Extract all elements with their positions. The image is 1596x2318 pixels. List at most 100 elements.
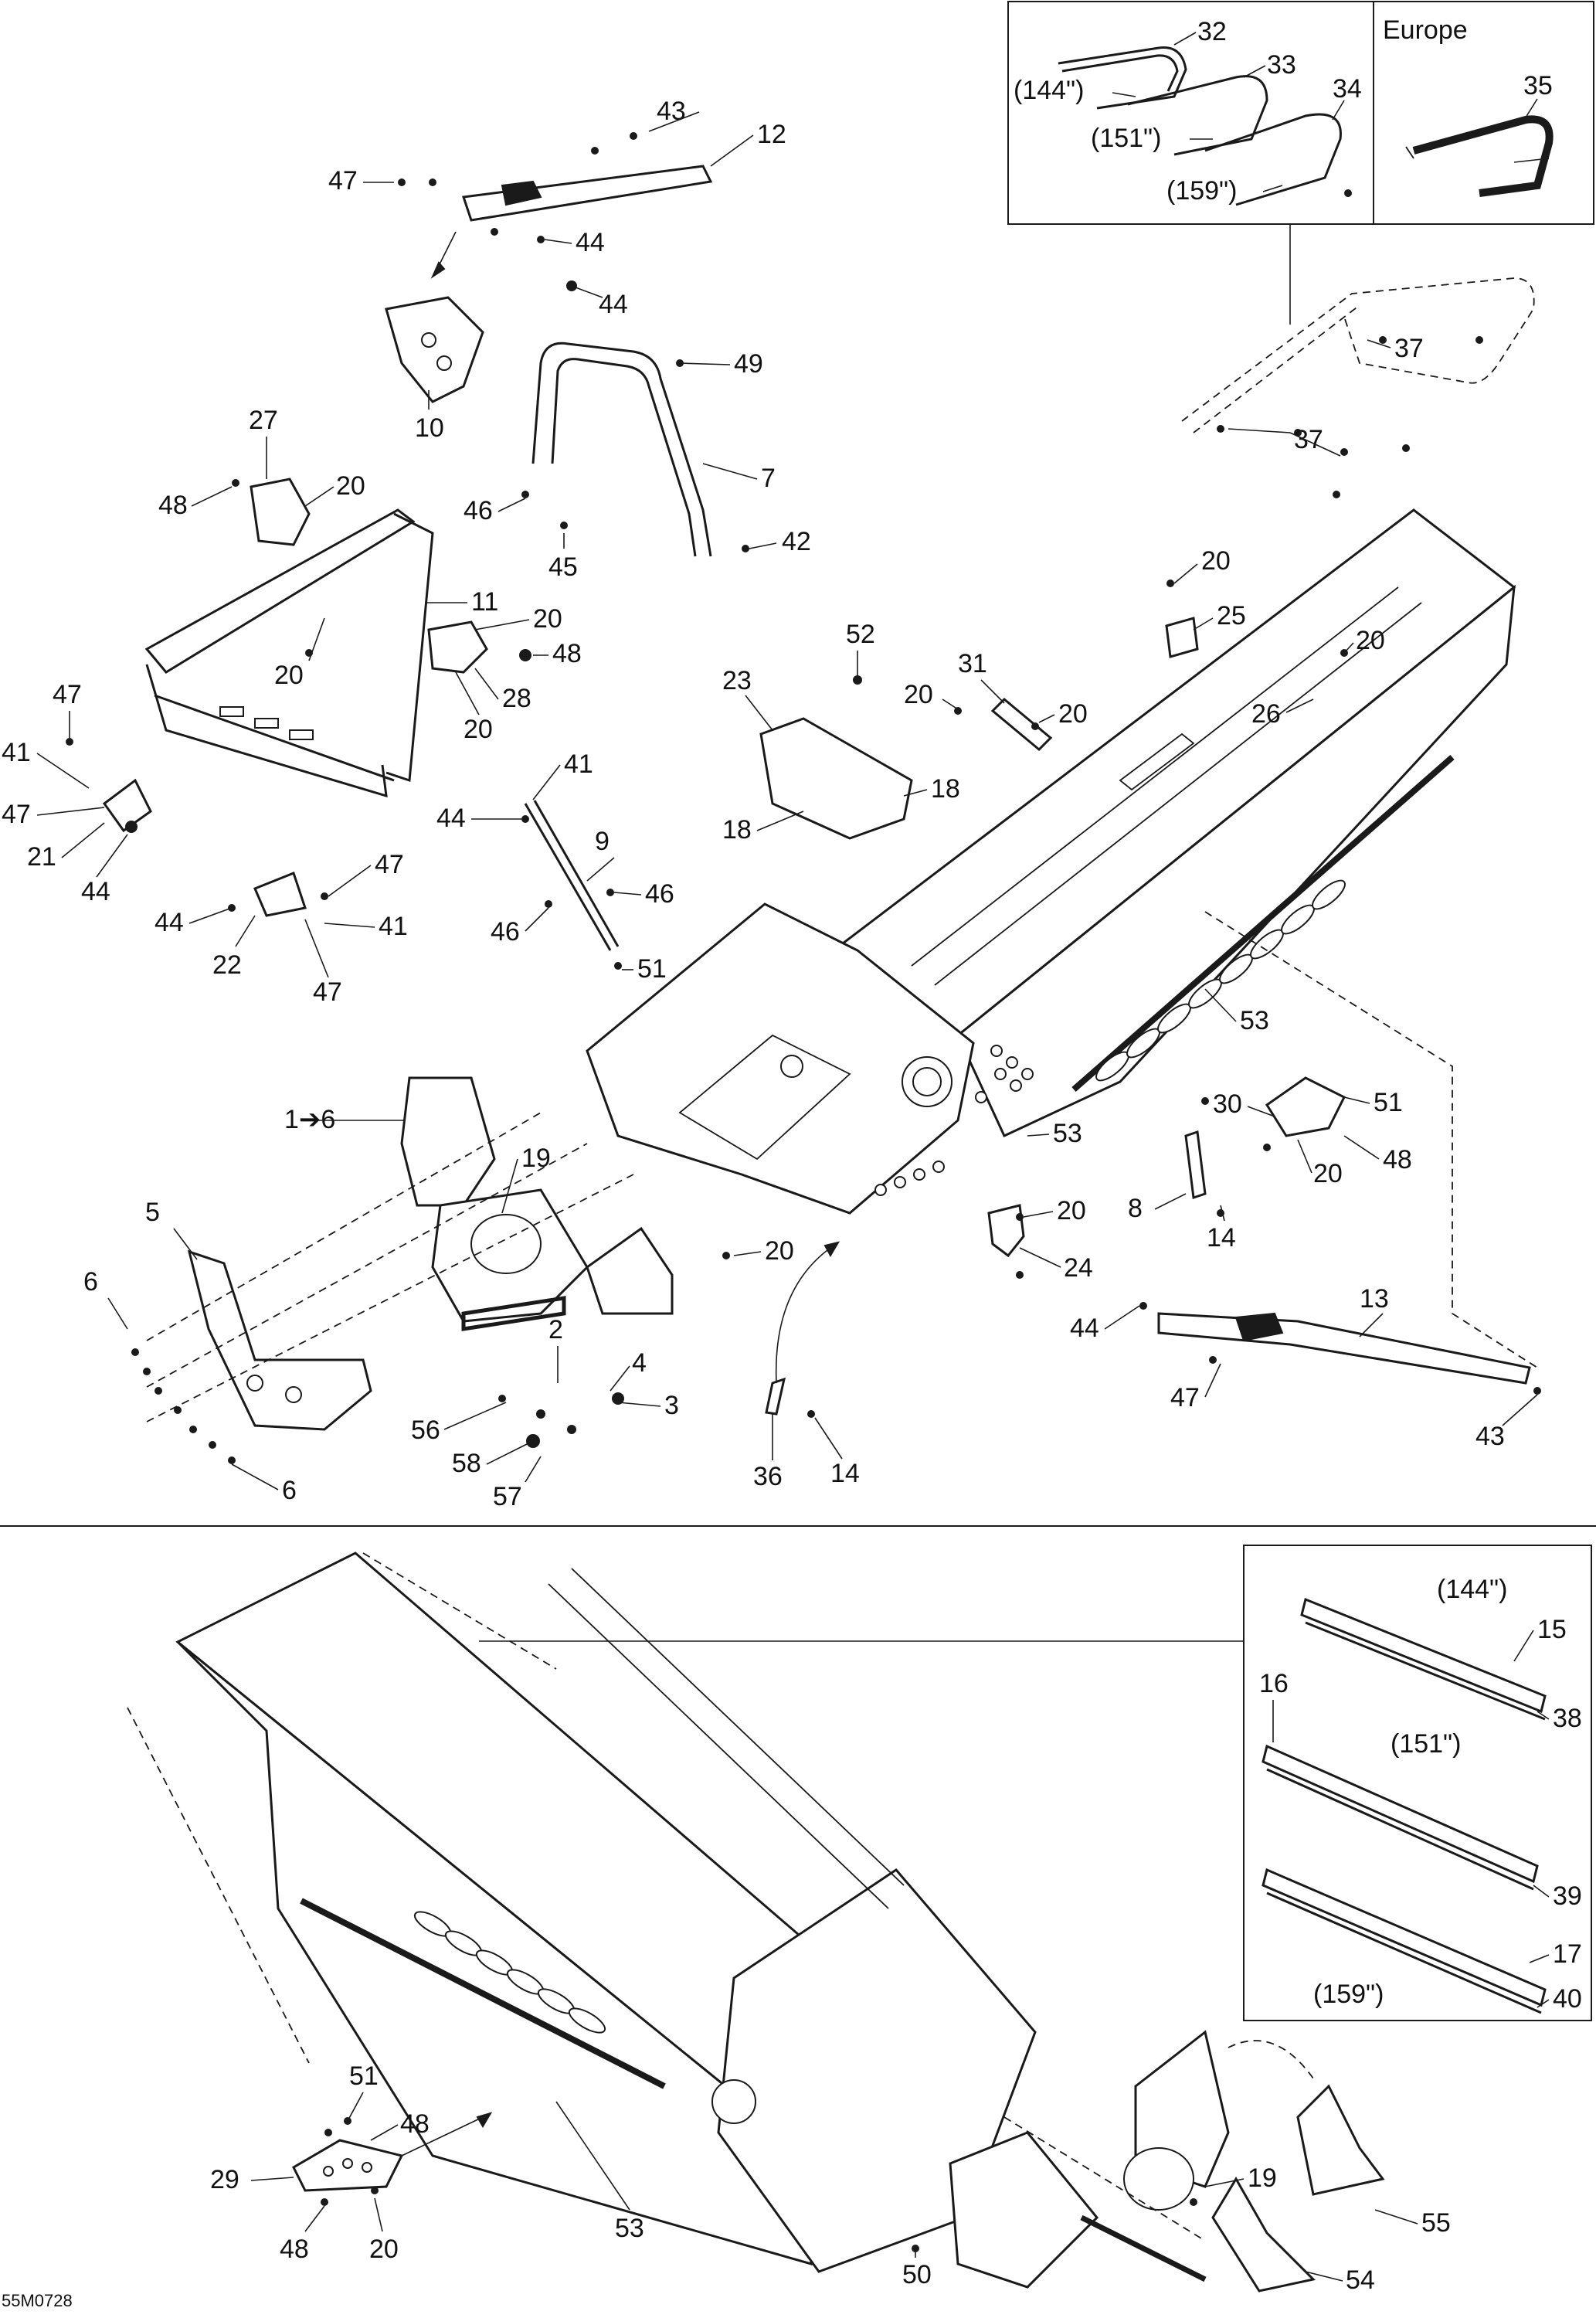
callout-47b: 47: [53, 680, 82, 709]
callout-1to6: 1➔6: [284, 1105, 335, 1134]
engine-cradle: [586, 902, 975, 1215]
callout-20k: 20: [1057, 1196, 1086, 1225]
part-22-plate: [253, 872, 307, 917]
bottom-slots: [413, 1911, 606, 2034]
bumper-inset-frame: [1007, 1, 1594, 225]
part-13-arm: [1157, 1312, 1531, 1385]
callout-47e: 47: [313, 977, 342, 1007]
callout-2: 2: [548, 1315, 563, 1344]
callout-51c: 51: [349, 2061, 379, 2091]
callout-56: 56: [411, 1416, 440, 1445]
length-labels: (144") (151") (159") (144") (151") (159"…: [1014, 76, 1507, 2009]
callout-44f: 44: [1070, 1314, 1099, 1343]
callout-51a: 51: [637, 954, 667, 984]
callout-20f: 20: [1356, 626, 1385, 655]
callout-27: 27: [249, 406, 278, 435]
callout-20b: 20: [533, 604, 562, 634]
callout-18b: 18: [722, 815, 752, 845]
callout-46c: 46: [491, 917, 520, 947]
callout-41b: 41: [564, 749, 593, 779]
callout-6b: 6: [282, 1476, 297, 1505]
callout-44b: 44: [599, 290, 628, 319]
callout-7: 7: [761, 464, 776, 493]
callout-53a: 53: [1240, 1006, 1269, 1035]
callout-44e: 44: [155, 908, 184, 937]
tunnel-side: [956, 584, 1516, 1137]
length-bottom-159: (159"): [1313, 1980, 1384, 2009]
part-11-crossbar: [144, 508, 416, 674]
callout-20e: 20: [1201, 546, 1231, 576]
part-21-plate: [102, 778, 152, 833]
callout-48b: 48: [552, 639, 582, 668]
callout-26: 26: [1251, 699, 1281, 729]
part-28-bracket: [427, 620, 488, 674]
part-54-pad: [1211, 2177, 1316, 2293]
callout-41a: 41: [2, 738, 31, 767]
runner-inset-frame: [1243, 1545, 1592, 2021]
callout-34: 34: [1333, 74, 1362, 104]
callout-44a: 44: [576, 228, 605, 257]
callout-48c: 48: [1383, 1145, 1412, 1174]
part-1to6-bracket: [400, 1076, 496, 1207]
bumper-35: [1412, 115, 1554, 197]
callout-48e: 48: [280, 2235, 309, 2264]
callout-20j: 20: [765, 1236, 794, 1266]
callout-55: 55: [1421, 2208, 1451, 2238]
callout-24: 24: [1064, 1253, 1093, 1283]
callout-53c: 53: [615, 2214, 644, 2243]
callout-43a: 43: [657, 97, 686, 126]
callout-20d: 20: [464, 715, 493, 744]
callout-10: 10: [415, 413, 444, 443]
leader-lines: [36, 32, 1550, 2282]
callout-31: 31: [958, 649, 987, 678]
part-10-bracket: [385, 296, 484, 403]
bumper-33: [1127, 75, 1268, 156]
callout-17: 17: [1553, 1939, 1582, 1969]
callout-20a: 20: [336, 471, 365, 501]
callout-12: 12: [757, 120, 786, 149]
callout-3: 3: [664, 1391, 679, 1420]
part-5-plate: [187, 1249, 372, 1431]
length-bottom-144: (144"): [1437, 1575, 1507, 1604]
length-top-159: (159"): [1166, 176, 1237, 206]
part-25-bracket: [1165, 617, 1199, 658]
bumper-34: [1204, 113, 1342, 206]
callout-52: 52: [846, 620, 875, 649]
callout-4: 4: [632, 1348, 647, 1378]
callout-48a: 48: [158, 491, 188, 520]
cradle-holes: [874, 1045, 1034, 1196]
callout-46b: 46: [645, 879, 674, 909]
part-7-hoop: [531, 342, 712, 557]
runner-16: [1262, 1744, 1539, 1884]
callout-53b: 53: [1053, 1119, 1082, 1148]
front-side-bracket: [586, 1226, 674, 1315]
callout-20h: 20: [1058, 699, 1088, 729]
part-8-strip: [1184, 1130, 1207, 1200]
bumper-32: [1058, 46, 1187, 110]
callout-20l: 20: [369, 2235, 399, 2264]
callout-49: 49: [734, 349, 763, 379]
bumper-ghost: [1181, 277, 1535, 422]
callout-37a: 37: [1394, 334, 1424, 363]
callout-47c: 47: [2, 800, 31, 829]
callout-8: 8: [1128, 1194, 1143, 1223]
callout-47a: 47: [328, 166, 358, 195]
part-36-clip: [765, 1377, 786, 1416]
callout-32: 32: [1197, 17, 1227, 46]
length-top-144: (144"): [1014, 76, 1084, 105]
part-27-bracket: [250, 478, 311, 546]
callout-51b: 51: [1374, 1088, 1403, 1117]
chassis-bottom: [127, 1552, 1037, 2273]
callout-58: 58: [452, 1449, 481, 1478]
europe-title: Europe: [1383, 15, 1468, 45]
part-31-link: [990, 697, 1053, 752]
callout-25: 25: [1217, 601, 1246, 630]
callout-11: 11: [471, 587, 498, 617]
part-55-pad: [1296, 2084, 1385, 2196]
drawing-code: 55M0728: [2, 2291, 73, 2310]
runner-15: [1300, 1597, 1547, 1714]
callouts: 32 33 34 35 37 37 43 12 47 44 44 49 10 7…: [2, 17, 1582, 2295]
callout-29: 29: [210, 2165, 239, 2194]
callout-19a: 19: [521, 1144, 551, 1173]
